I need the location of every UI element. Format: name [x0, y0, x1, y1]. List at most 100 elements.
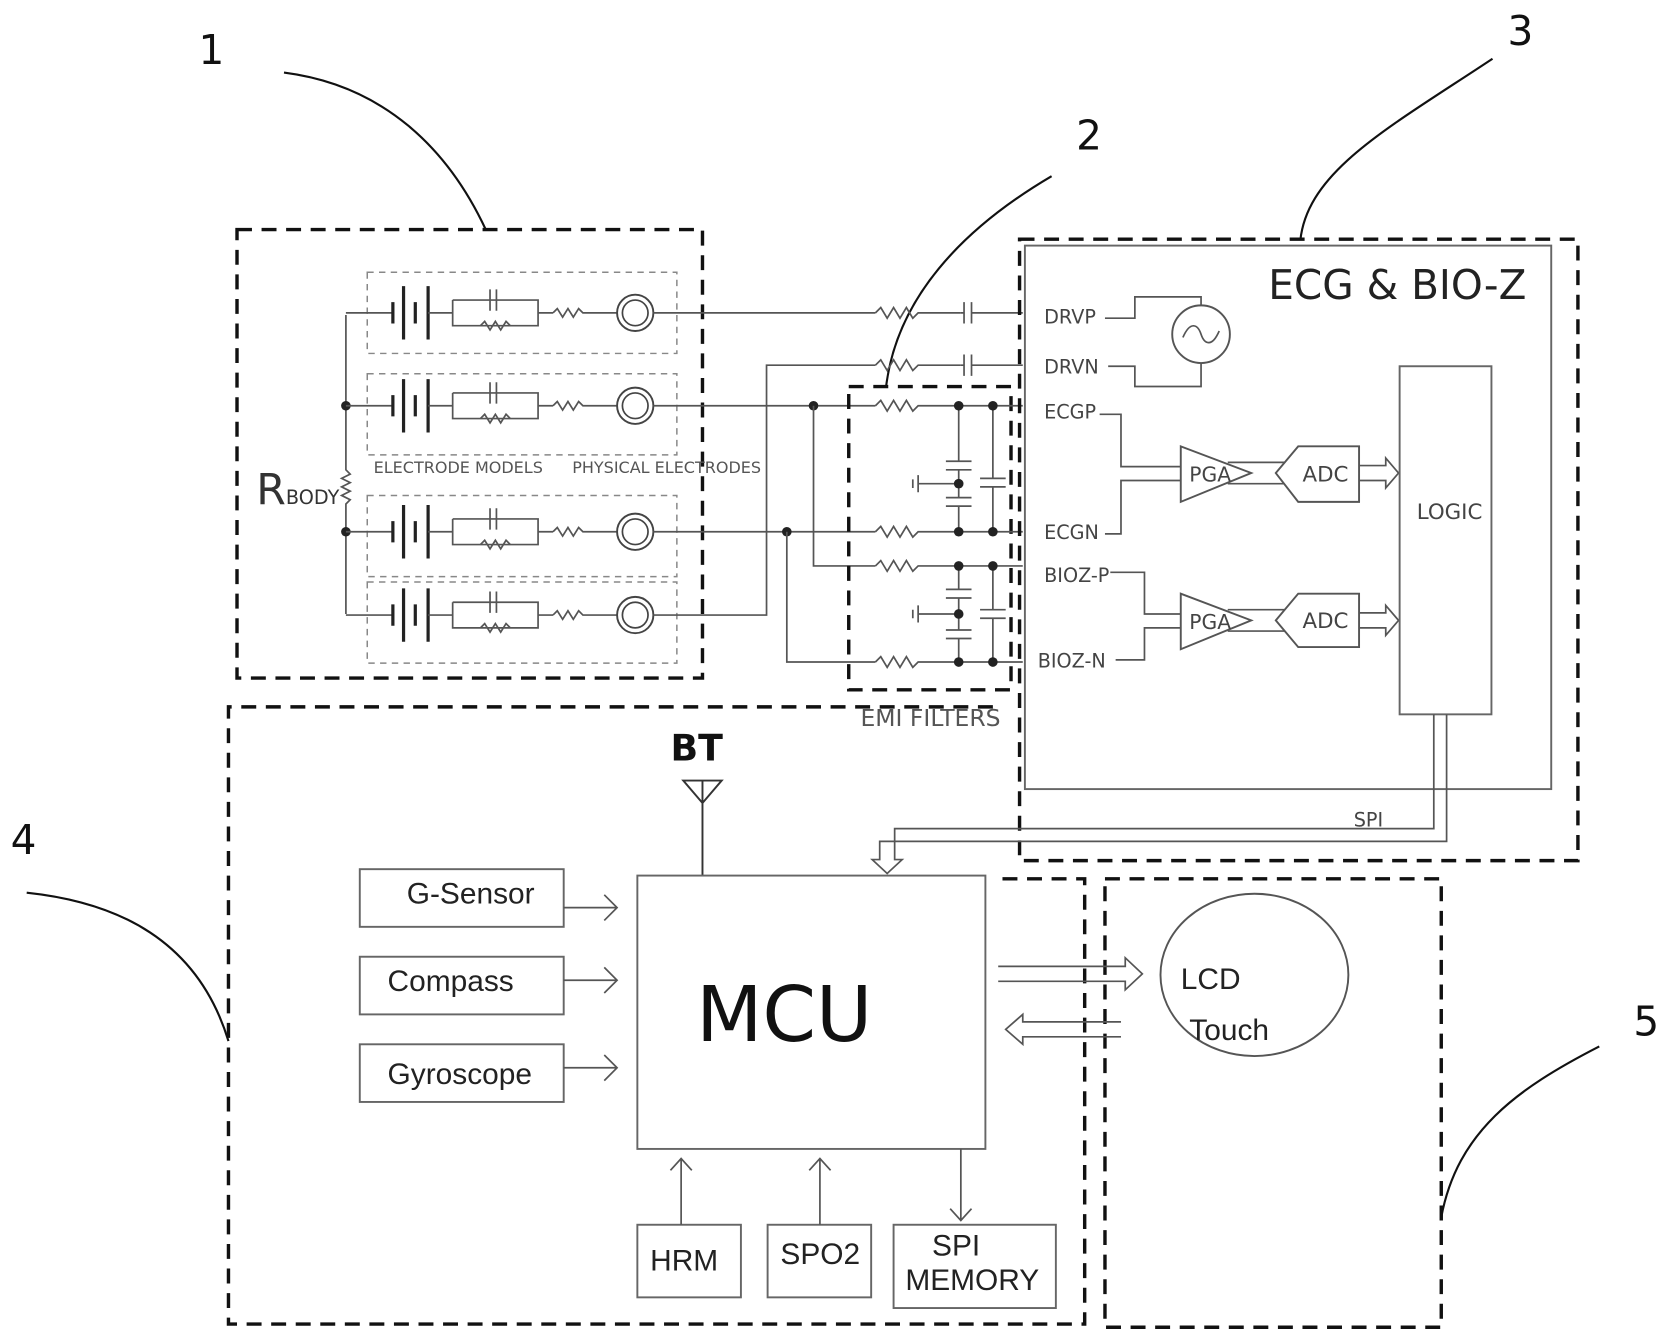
- bioz-adc: [1274, 592, 1361, 649]
- bioz-adc-label: ADC: [1302, 609, 1348, 634]
- wire-biozp: [812, 405, 876, 567]
- emi-bioz-diff-cap: [980, 565, 1006, 663]
- compass-arrow: [563, 966, 619, 994]
- emi-ecg-common-mode-caps: [945, 405, 972, 532]
- electrode-row: [345, 581, 678, 664]
- electrode-model-boundary: [366, 372, 678, 456]
- junction-dot: [953, 526, 964, 537]
- wire-biozp-internal: [1110, 571, 1181, 615]
- wire-ecgp-internal: [1099, 413, 1181, 468]
- spi-memory-label-line2: MEMORY: [905, 1264, 1039, 1297]
- spi-memory-block: [892, 1223, 1057, 1309]
- display-block: LCD Touch: [998, 877, 1443, 1329]
- bt-label: BT: [670, 726, 723, 769]
- ground-icon: [911, 605, 959, 623]
- electrode-row: [345, 271, 678, 355]
- gyroscope-label: Gyroscope: [388, 1058, 532, 1091]
- gyroscope-arrow: [563, 1054, 619, 1082]
- bioz-pga-label: PGA: [1189, 610, 1231, 634]
- hrm-label: HRM: [650, 1245, 718, 1278]
- wire-biozn-internal: [1115, 627, 1181, 661]
- ecg-pga-amplifier: [1179, 444, 1254, 504]
- emi-ecg-diff-cap: [980, 405, 1006, 532]
- emi-filter-block: EMI FILTERS: [847, 384, 1023, 732]
- electrode-resistor: [479, 621, 511, 634]
- hrm-block: [636, 1223, 742, 1299]
- sine-wave-icon: [1182, 324, 1220, 344]
- leader-line-5: [1440, 1045, 1600, 1218]
- junction-dot: [953, 561, 964, 571]
- series-resistor: [552, 525, 618, 538]
- capacitor-drvp: [960, 302, 1023, 324]
- leader-line-4: [26, 891, 230, 1042]
- bioz-adc-to-logic-arrow: [1359, 603, 1400, 638]
- electrode-rc-model: [428, 382, 554, 420]
- electrode-model-boundary: [366, 494, 678, 578]
- mcu-chip: [636, 874, 987, 1150]
- junction-dot: [953, 609, 964, 619]
- wire-drvn: [653, 364, 876, 616]
- junction-dot: [988, 561, 998, 571]
- compass-label: Compass: [388, 965, 514, 998]
- electrode-rc-model: [428, 508, 554, 546]
- touch-label: Touch: [1189, 1014, 1269, 1047]
- spo2-block: [766, 1223, 873, 1299]
- ecg-adc-label: ADC: [1302, 463, 1348, 488]
- touch-to-mcu-arrow: [1004, 1012, 1121, 1047]
- electrode-inner-ring: [621, 392, 649, 420]
- electrode-block: RBODY ELECTRODE MODELS PHYSICAL ELECTROD…: [235, 227, 761, 680]
- emi-series-resistor: [874, 524, 1023, 539]
- spo2-label: SPO2: [780, 1238, 860, 1271]
- electrode-inner-ring: [621, 518, 649, 546]
- numeral-3-text: 3: [1507, 7, 1533, 55]
- electrode-rc-model: [428, 591, 554, 629]
- battery-icon: [391, 505, 430, 559]
- afe-title: ECG & BIO-Z: [1268, 261, 1526, 309]
- ecg-adc: [1274, 445, 1361, 503]
- emi-series-resistor: [874, 655, 1023, 670]
- reference-numeral-4: 4: [11, 816, 230, 1042]
- lcd-label: LCD: [1181, 963, 1241, 996]
- electrode-resistor: [479, 412, 511, 425]
- g-sensor-arrow: [563, 894, 619, 922]
- pin-drvn: DRVN: [1044, 356, 1099, 379]
- physical-electrodes-label: PHYSICAL ELECTRODES: [572, 458, 761, 477]
- numeral-5-text: 5: [1633, 998, 1659, 1046]
- ground-icon: [911, 475, 959, 493]
- gyroscope-block: [358, 1043, 565, 1103]
- numeral-2-text: 2: [1076, 111, 1102, 159]
- reference-numeral-2: 2: [885, 111, 1102, 387]
- numeral-1-text: 1: [199, 26, 225, 74]
- afe-chip-outline: [1023, 244, 1553, 791]
- spi-memory-label-line1: SPI: [932, 1230, 980, 1263]
- battery-icon: [391, 588, 430, 642]
- afe-block: ECG & BIO-Z DRVP DRVN ECGP ECGN BIOZ-P B…: [870, 237, 1580, 875]
- g-sensor-label: G-Sensor: [407, 877, 535, 910]
- rbody-resistor: [339, 314, 353, 614]
- junction-dot: [953, 478, 964, 489]
- logic-block: [1398, 365, 1493, 716]
- battery-icon: [391, 286, 430, 340]
- leader-line-3: [1299, 57, 1494, 241]
- electrode-inner-ring: [621, 299, 649, 327]
- interconnect-wires: [653, 302, 1023, 663]
- mcu-to-lcd-arrow: [998, 955, 1144, 992]
- reference-numeral-3: 3: [1299, 7, 1533, 241]
- junction-dot: [988, 400, 998, 411]
- electrode-row: [345, 494, 678, 578]
- capacitor-drvn: [960, 354, 1023, 376]
- series-resistor: [552, 399, 618, 412]
- junction-dot: [988, 526, 998, 537]
- junction-dot: [988, 657, 998, 667]
- reference-numeral-5: 5: [1440, 998, 1659, 1218]
- spo2-arrow: [808, 1157, 832, 1225]
- battery-icon: [391, 379, 430, 433]
- spi-label: SPI: [1354, 808, 1383, 831]
- resistor-drvp: [874, 305, 961, 320]
- resistor-drvn: [874, 358, 961, 373]
- junction-dot: [953, 657, 964, 667]
- leader-line-2: [885, 175, 1053, 387]
- pin-drvp: DRVP: [1044, 306, 1096, 329]
- pin-ecgp: ECGP: [1044, 401, 1096, 424]
